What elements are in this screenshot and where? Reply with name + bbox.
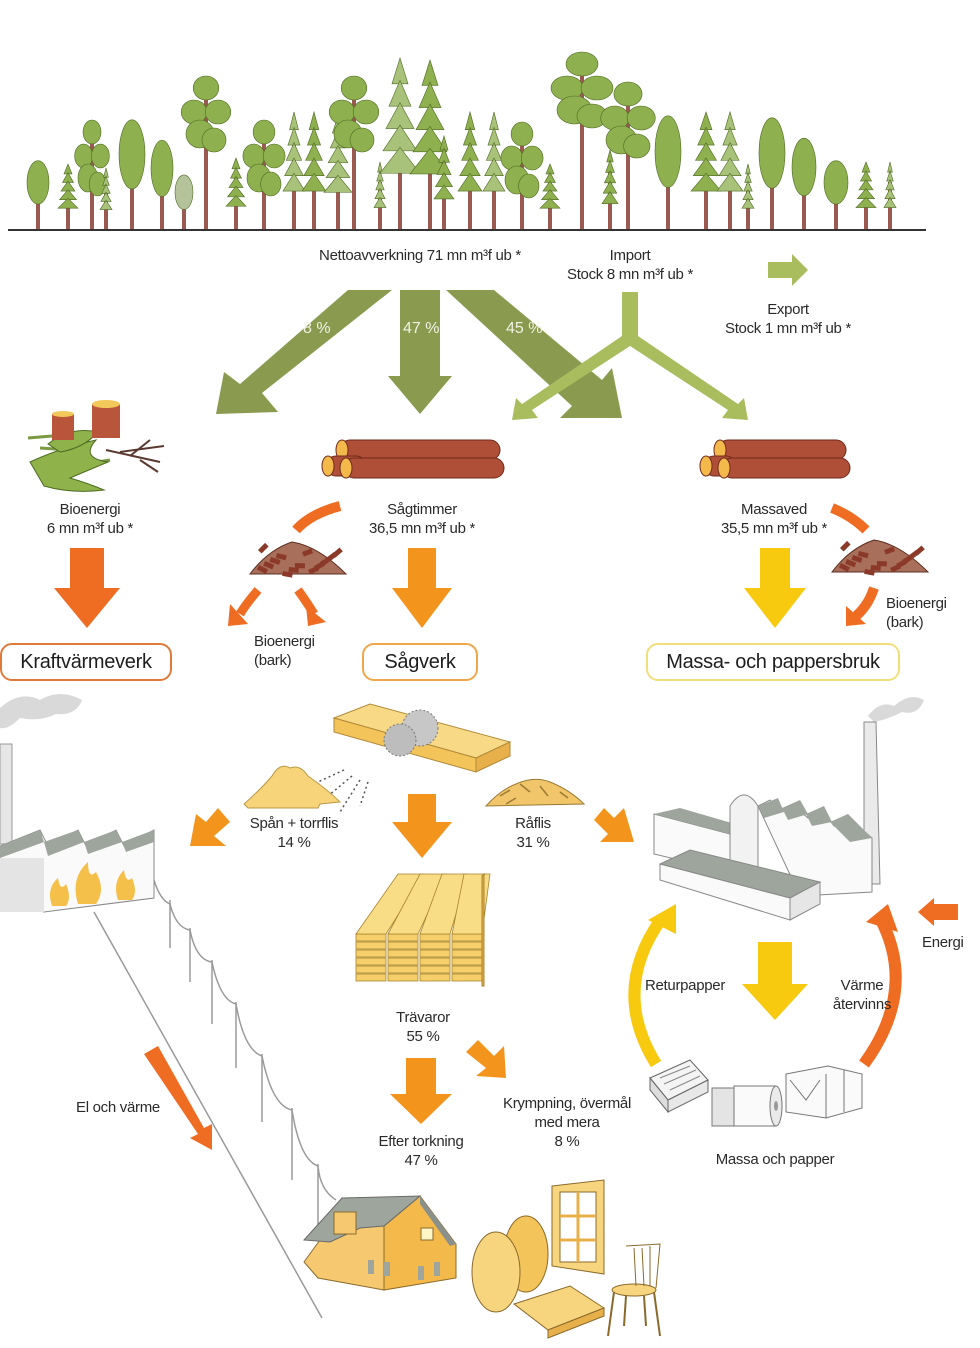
forest-illustration [26, 51, 897, 230]
tree-icon [301, 110, 327, 230]
tree-icon [741, 163, 755, 230]
tree-icon [758, 117, 786, 230]
arrow-to-travaror [392, 794, 452, 858]
sagtimmer-label: Sågtimmer 36,5 mn m³f ub * [368, 501, 476, 537]
arrow-to-massa-och-papper [742, 942, 808, 1020]
sagtimmer-logs-icon [321, 439, 505, 479]
split-pct-bioenergi: 8 % [303, 320, 331, 337]
export-arrow-icon [768, 254, 808, 286]
bark-left-label: Bioenergi (bark) [254, 633, 315, 669]
tree-icon [242, 119, 286, 230]
power-plant-icon [0, 694, 155, 913]
tree-icon [601, 148, 619, 230]
tree-icon [57, 163, 79, 230]
tree-icon [433, 134, 455, 230]
export-label: Export Stock 1 mn m³f ub * [724, 301, 851, 337]
tree-icon [550, 51, 614, 230]
massabruk-box: Massa- och pappersbruk [646, 643, 900, 681]
returpapper-label: Returpapper [644, 977, 726, 994]
lumber-stack-icon [355, 872, 491, 987]
paper-roll-icon [711, 1085, 783, 1127]
paper-cycle-arrows [628, 898, 958, 1068]
chair-icon [607, 1243, 661, 1337]
window-icon [551, 1179, 605, 1275]
bark-arrows-left [228, 501, 342, 626]
bark-arrows-right [830, 503, 879, 626]
house-icon [302, 1195, 457, 1291]
tree-icon [282, 111, 306, 230]
tree-icon [379, 56, 421, 230]
sawdust-pile-icon [243, 765, 342, 809]
tree-icon [883, 161, 897, 230]
bioenergi-stock-label: Bioenergi 6 mn m³f ub * [46, 501, 134, 537]
el-och-varme-arrow [144, 1046, 212, 1150]
varme-atervinns-label: Värme återvinns [832, 977, 892, 1013]
arrow-to-sagverk [392, 548, 452, 628]
tree-icon [26, 160, 50, 230]
paper-mill-icon [653, 697, 924, 921]
tree-icon [74, 119, 110, 230]
arrow-to-massabruk-raflis [594, 808, 634, 842]
cable-reel-icon [471, 1215, 549, 1313]
tree-icon [174, 174, 194, 230]
pallet-icon [512, 1285, 606, 1339]
krympning-label: Krympning, övermål med mera 8 % [503, 1095, 631, 1150]
tree-icon [457, 110, 483, 230]
tree-icon [373, 161, 387, 230]
import-arrow [512, 292, 748, 420]
energi-arrow [918, 898, 958, 926]
torkning-label: Efter torkning 47 % [378, 1133, 464, 1169]
newspaper-stack-icon [649, 1059, 709, 1114]
tree-icon [180, 75, 232, 230]
split-pct-sagtimmer: 47 % [403, 320, 440, 337]
tree-icon [482, 111, 506, 230]
bark-right-label: Bioenergi (bark) [886, 595, 947, 631]
tree-icon [150, 139, 174, 230]
sagverk-box: Sågverk [362, 643, 478, 681]
arrow-to-sagtimmer [388, 290, 452, 414]
tree-icon [328, 75, 380, 230]
massa-och-papper-label: Massa och papper [715, 1151, 835, 1168]
tree-icon [654, 115, 682, 230]
arrow-to-kraftvarmeverk [54, 548, 120, 628]
tree-icon [500, 121, 544, 230]
arrow-to-bioenergi [216, 290, 392, 414]
massaved-logs-icon [699, 439, 851, 479]
tree-icon [823, 160, 849, 230]
travaror-label: Trävaror 55 % [396, 1009, 450, 1045]
massaved-label: Massaved 35,5 mn m³f ub * [720, 501, 828, 537]
sawmill-saw-icon [291, 703, 512, 813]
tree-icon [600, 81, 656, 230]
arrow-to-krympning [466, 1040, 506, 1078]
el-och-varme-label: El och värme [76, 1099, 160, 1116]
tree-icon [716, 110, 744, 230]
import-label: Import Stock 8 mn m³f ub * [566, 247, 693, 283]
tree-icon [539, 163, 561, 230]
harvest-label: Nettoavverkning 71 mn m³f ub * [319, 247, 521, 264]
harvest-arrows [216, 254, 808, 420]
tree-icon [118, 119, 146, 230]
arrow-to-kraftvarmeverk-span [190, 808, 230, 846]
bark-pile-left-icon [248, 541, 348, 578]
tree-icon [225, 157, 247, 230]
stumps-and-branches-icon [27, 400, 165, 492]
raflis-label: Råflis 31 % [515, 815, 551, 851]
wood-chips-pile-icon [484, 778, 586, 807]
tree-icon [409, 58, 451, 230]
kraftvarmeverk-box: Kraftvärmeverk [0, 643, 172, 681]
energi-label: Energi [922, 934, 964, 951]
tree-icon [855, 161, 877, 230]
power-lines [93, 879, 337, 1319]
bark-pile-right-icon [830, 539, 930, 576]
arrow-to-massabruk [744, 548, 806, 628]
tree-icon [791, 137, 817, 230]
split-pct-massaved: 45 % [506, 320, 543, 337]
tree-icon [99, 167, 113, 230]
arrow-to-massaved [446, 290, 622, 418]
tree-icon [690, 111, 722, 230]
arrow-to-torkning [390, 1058, 452, 1124]
span-label: Spån + torrflis 14 % [249, 815, 339, 851]
paperboard-package-icon [785, 1065, 863, 1119]
